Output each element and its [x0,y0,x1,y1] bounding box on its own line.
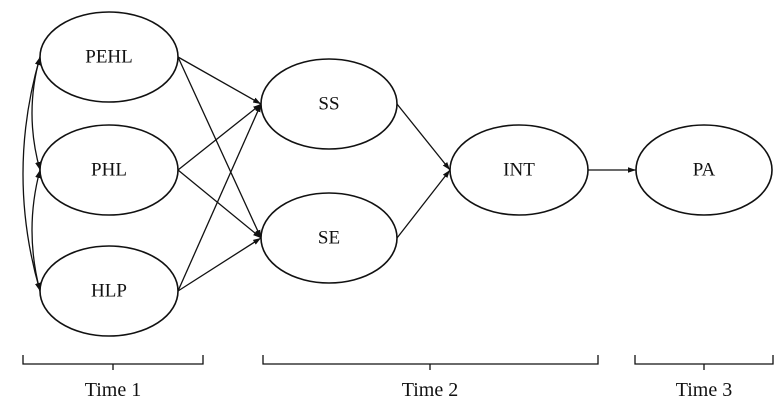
node-pehl-ellipse [39,11,179,103]
time-bracket-1: Time 1 [22,355,204,401]
edge-pehl-ss [177,56,262,105]
node-ss: SS [260,58,398,150]
node-phl-ellipse [39,124,179,216]
node-hlp: HLP [39,245,179,337]
node-int: INT [449,124,589,216]
edge-phl-se [177,169,262,239]
node-pehl-label: PEHL [85,47,133,68]
edge-hlp-se [177,237,262,292]
node-pa: PA [635,124,773,216]
node-pehl: PEHL [39,11,179,103]
time-bracket-3-line [634,355,774,370]
node-int-ellipse [449,124,589,216]
node-hlp-ellipse [39,245,179,337]
node-phl-label: PHL [91,160,127,181]
time-bracket-2-line [262,355,599,370]
edge-hlp-ss [177,103,262,292]
edge-pehl-se [177,56,262,239]
node-hlp-label: HLP [91,281,127,302]
time-label-2: Time 2 [402,379,459,401]
node-pa-label: PA [693,160,716,181]
edge-phl-ss [177,103,262,171]
covariance-pehl-hlp [22,56,41,292]
covariance-phl-hlp [31,169,41,292]
node-se-ellipse [260,192,398,284]
edge-ss-int [396,103,451,171]
node-ss-ellipse [260,58,398,150]
time-bracket-2: Time 2 [262,355,599,401]
edges-layer [22,56,636,292]
node-se-label: SE [318,228,340,249]
node-int-label: INT [503,160,535,181]
time-bracket-1-line [22,355,204,370]
node-se: SE [260,192,398,284]
node-phl: PHL [39,124,179,216]
time-label-3: Time 3 [676,379,733,401]
time-label-1: Time 1 [85,379,142,401]
node-ss-label: SS [318,94,339,115]
time-bracket-3: Time 3 [634,355,774,401]
edge-se-int [396,169,451,239]
node-pa-ellipse [635,124,773,216]
